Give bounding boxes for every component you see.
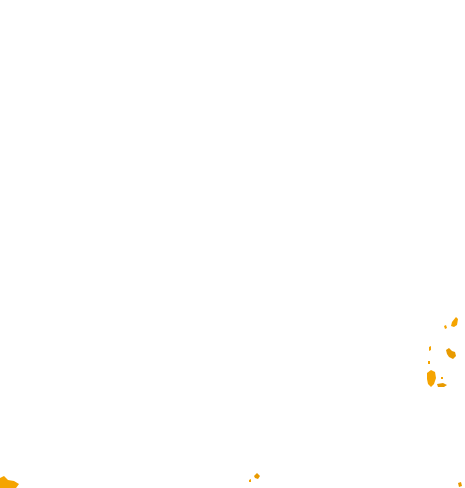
island-cluster-east-4 bbox=[428, 361, 443, 379]
island-cluster-east-1 bbox=[444, 317, 458, 329]
island-cluster-east-3 bbox=[427, 370, 447, 387]
island-cluster-east-2 bbox=[429, 346, 456, 359]
land-fragment-south-east bbox=[458, 482, 462, 487]
land-fragment-south-center bbox=[249, 473, 260, 482]
land-fragment-south-west bbox=[0, 476, 19, 488]
